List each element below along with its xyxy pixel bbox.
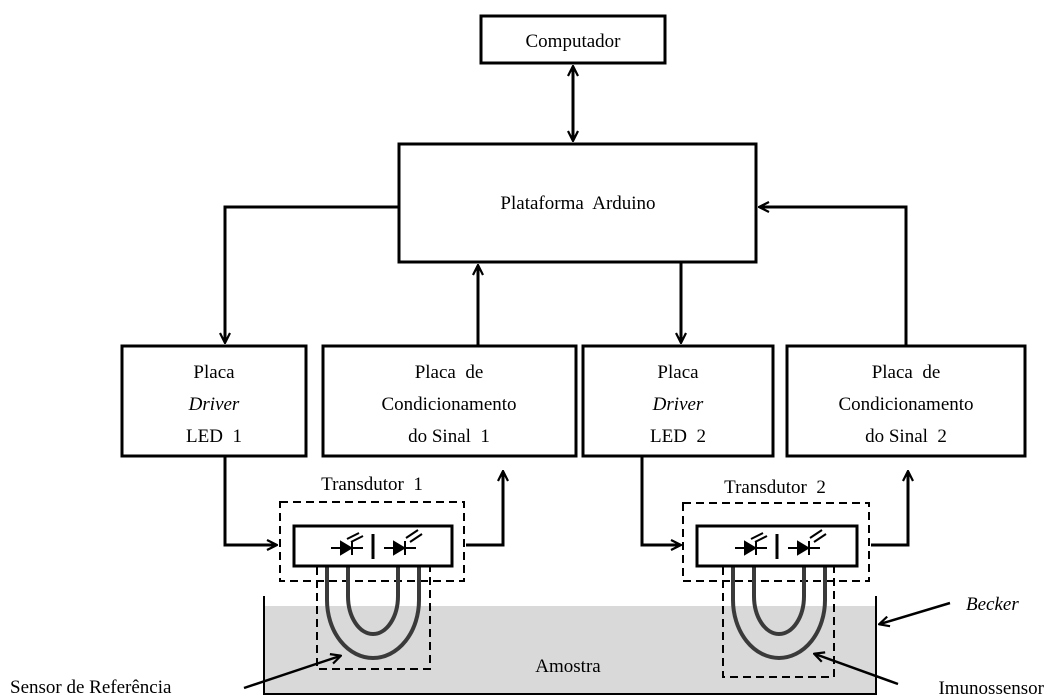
driver2-line2: Driver — [652, 394, 704, 415]
cond2-line1: Placa de — [872, 362, 941, 383]
computer-label: Computador — [526, 31, 622, 52]
sample-liquid — [264, 606, 876, 694]
immunosensor-label: Imunossensor — [938, 678, 1044, 699]
cond2-line3: do Sinal 2 — [865, 426, 947, 447]
arduino-label: Plataforma Arduino — [500, 193, 655, 214]
transducer-2-dashed-frame — [682, 502, 870, 582]
immunosensor-fiber-inner — [752, 566, 806, 636]
immunosensor-dashed-region — [722, 567, 835, 678]
arrow-driver2-transducer2 — [640, 456, 680, 545]
cond1-line2: Condicionamento — [381, 394, 516, 415]
driver-led-2-block: Placa Driver LED 2 — [581, 344, 775, 458]
driver1-line3: LED 1 — [186, 426, 242, 447]
driver1-line1: Placa — [193, 362, 235, 383]
becker-label: Becker — [966, 594, 1019, 615]
arrow-arduino-driver1 — [225, 205, 399, 342]
computer-block: Computador — [479, 14, 667, 65]
transducer-2-label: Transdutor 2 — [724, 477, 826, 498]
driver-led-1-block: Placa Driver LED 1 — [120, 344, 308, 458]
reference-sensor-pointer-arrow — [243, 656, 340, 690]
arrow-transducer2-cond2 — [871, 472, 908, 547]
led-icon — [331, 532, 364, 556]
reference-sensor-dashed-region — [316, 567, 431, 670]
sample-label: Amostra — [535, 656, 601, 677]
becker-pointer-arrow — [880, 601, 951, 624]
driver2-line3: LED 2 — [650, 426, 706, 447]
connections — [225, 67, 908, 545]
reference-sensor-fiber-inner — [346, 566, 400, 636]
driver1-line2: Driver — [188, 394, 240, 415]
reference-sensor-fiber-outer — [325, 566, 421, 660]
photodiode-icon — [384, 529, 423, 556]
led-icon — [735, 532, 768, 556]
cond1-line3: do Sinal 1 — [408, 426, 490, 447]
arrow-transducer1-cond1 — [466, 472, 503, 547]
transducer-1-label: Transdutor 1 — [321, 474, 423, 495]
immunosensor-pointer-arrow — [815, 654, 899, 686]
transducer-1: Transdutor 1 — [279, 474, 465, 670]
immunosensor-fiber-outer — [731, 566, 827, 660]
cond2-line2: Condicionamento — [838, 394, 973, 415]
conditioning-1-block: Placa de Condicionamento do Sinal 1 — [321, 344, 578, 458]
cond1-line1: Placa de — [415, 362, 484, 383]
arduino-block: Plataforma Arduino — [397, 142, 758, 264]
arrow-driver1-transducer1 — [223, 456, 276, 545]
transducer-2: Transdutor 2 — [682, 477, 870, 678]
photodiode-icon — [788, 529, 827, 556]
becker-container — [263, 596, 877, 695]
reference-sensor-label: Sensor de Referência — [10, 677, 172, 698]
driver2-line1: Placa — [657, 362, 699, 383]
arrow-cond2-arduino — [760, 207, 908, 346]
conditioning-2-block: Placa de Condicionamento do Sinal 2 — [785, 344, 1027, 458]
transducer-1-dashed-frame — [279, 501, 465, 582]
